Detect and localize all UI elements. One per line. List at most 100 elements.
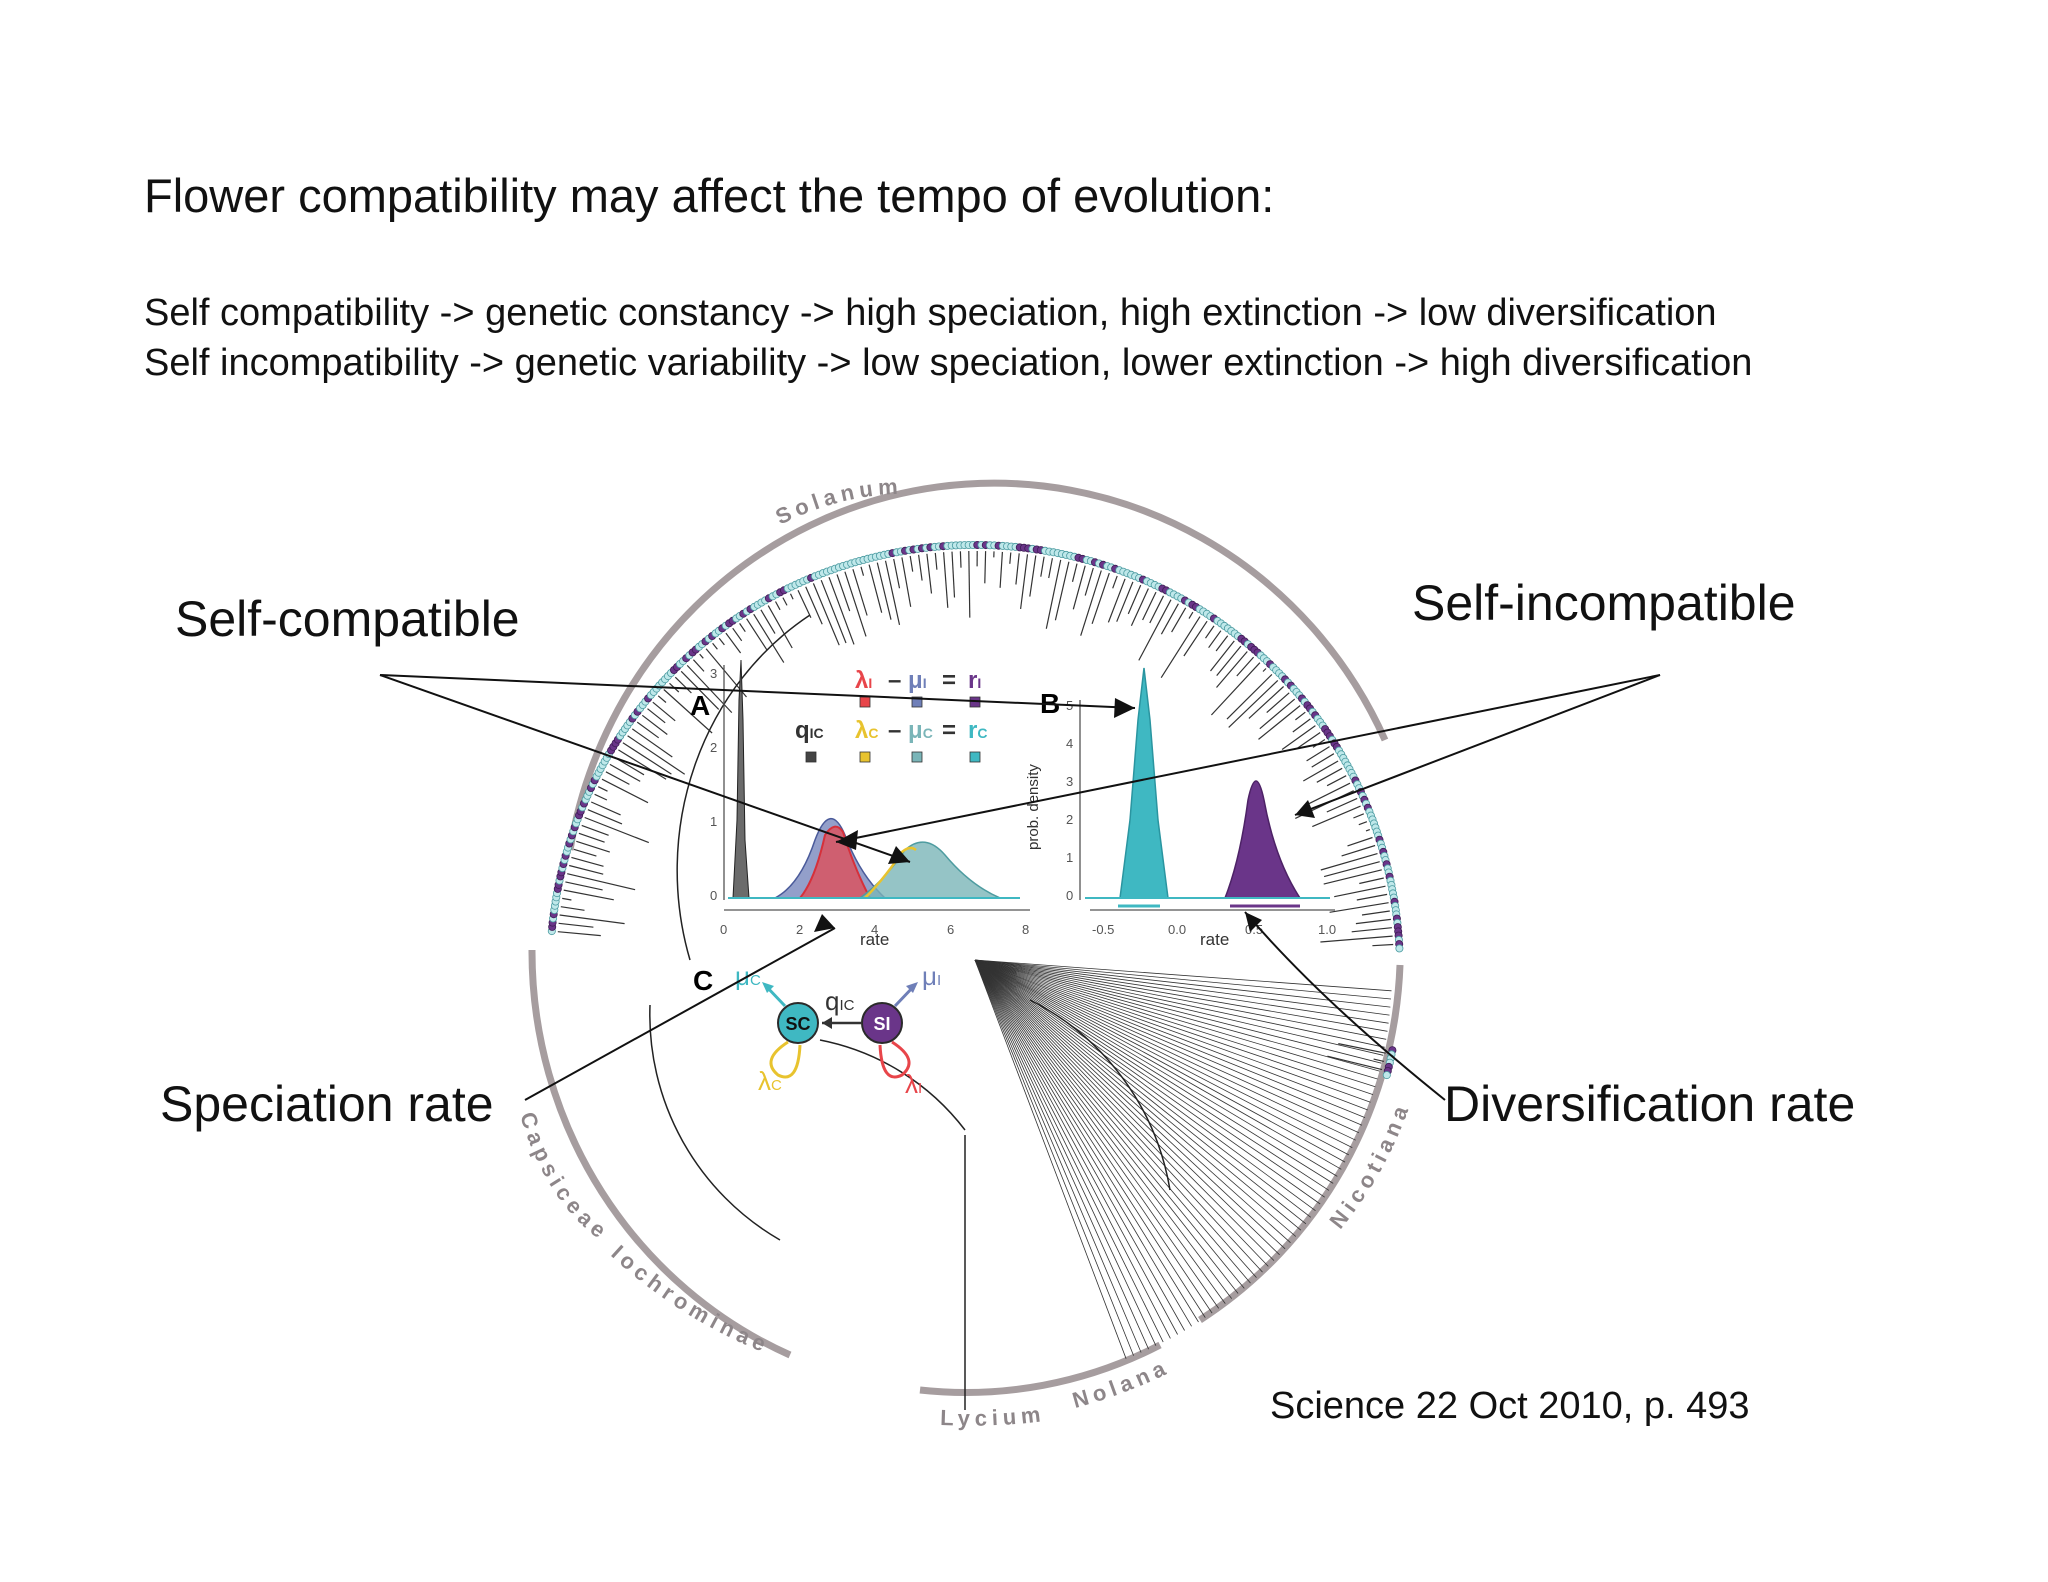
b-xtick: -0.5 bbox=[1092, 922, 1114, 937]
tree-branch bbox=[1334, 885, 1386, 898]
tree-branch bbox=[974, 959, 1356, 1141]
tree-branch bbox=[1160, 603, 1179, 635]
tree-branch bbox=[974, 959, 1164, 1343]
tree-branch bbox=[627, 735, 686, 775]
tree-branch bbox=[1347, 836, 1373, 847]
tree-branch bbox=[974, 959, 1390, 1016]
tree-branch bbox=[1292, 718, 1311, 733]
tree-branch bbox=[699, 653, 704, 659]
tree-branch bbox=[828, 576, 855, 645]
callout-arrows bbox=[379, 674, 1661, 1101]
sc-node bbox=[777, 1002, 819, 1044]
tree-branch bbox=[601, 778, 649, 804]
slide-title: Flower compatibility may affect the temp… bbox=[144, 169, 1275, 222]
tree-branch bbox=[1009, 552, 1012, 564]
tree-branch bbox=[797, 589, 812, 619]
tree-branch bbox=[1262, 668, 1267, 672]
tree-branch bbox=[974, 959, 1338, 1177]
tree-branch bbox=[974, 959, 1286, 1250]
svg-text:μC: μC bbox=[908, 717, 933, 744]
tree-branch bbox=[674, 676, 692, 694]
tree-branch bbox=[974, 959, 1220, 1309]
tree-branch bbox=[951, 551, 956, 598]
tree-branch bbox=[578, 832, 605, 843]
tree-branch bbox=[767, 605, 793, 649]
tree-branch bbox=[1361, 910, 1390, 916]
b-y-label: prob. density bbox=[1025, 764, 1042, 850]
tree-branch bbox=[974, 959, 1171, 1339]
tree-branch bbox=[1226, 673, 1273, 720]
a-xtick: 6 bbox=[947, 922, 954, 937]
tree-branch bbox=[1107, 578, 1126, 623]
tree-branch bbox=[974, 959, 1226, 1304]
tree-branch bbox=[1266, 692, 1290, 714]
b-ytick: 4 bbox=[1066, 736, 1073, 751]
clade-lycium: Lycium bbox=[940, 1401, 1047, 1431]
tree-branch bbox=[1149, 595, 1165, 624]
tree-branch bbox=[974, 959, 1199, 1323]
svg-text:λC: λC bbox=[758, 1066, 782, 1096]
tree-branch bbox=[718, 637, 725, 646]
panel-a-legend: λI – μI = rI qIC λC – μC = rC bbox=[795, 667, 987, 763]
arrowheads bbox=[814, 698, 1315, 932]
self-compatible-label: Self-compatible bbox=[175, 591, 520, 647]
tree-branch bbox=[597, 786, 608, 792]
tree-branch bbox=[559, 914, 625, 925]
svg-text:–: – bbox=[888, 667, 901, 694]
tree-branch bbox=[647, 708, 666, 724]
tree-branch bbox=[657, 695, 667, 703]
tree-branch bbox=[1248, 686, 1285, 719]
tree-branch bbox=[974, 959, 1389, 1024]
tree-branch bbox=[1341, 844, 1376, 857]
tree-branch bbox=[1072, 565, 1086, 610]
tree-branch bbox=[1029, 555, 1037, 597]
tree-branch bbox=[1215, 635, 1229, 652]
sc-node-label: SC bbox=[785, 1014, 810, 1034]
tree-branch bbox=[652, 701, 676, 722]
tree-branch bbox=[1320, 935, 1393, 943]
panel-c: C SC SI qIC μC μI λC λI bbox=[693, 961, 941, 1099]
tree-branch bbox=[884, 560, 901, 626]
tree-branch bbox=[1127, 584, 1142, 615]
a-ytick: 2 bbox=[710, 740, 717, 755]
tree-branch bbox=[739, 623, 746, 633]
tree-branch bbox=[636, 721, 660, 739]
tree-branch bbox=[1210, 662, 1261, 716]
tree-branch bbox=[974, 959, 1380, 1072]
tree-branch bbox=[725, 632, 742, 654]
self-incompatibility-line: Self incompatibility -> genetic variabil… bbox=[144, 342, 1753, 384]
tree-branch bbox=[974, 959, 1316, 1212]
tree-branch bbox=[974, 959, 1251, 1284]
tree-branch bbox=[974, 959, 1302, 1231]
tree-branch bbox=[974, 959, 1385, 1048]
tree-branch bbox=[836, 574, 851, 612]
tree-branch bbox=[746, 618, 768, 651]
tree-branch bbox=[680, 670, 720, 710]
tree-branch bbox=[1281, 725, 1316, 750]
tree-branch bbox=[974, 959, 1213, 1314]
tree-branch bbox=[1359, 877, 1384, 885]
tree-branch bbox=[974, 959, 1378, 1080]
tree-branch bbox=[844, 571, 867, 637]
tree-branch bbox=[594, 793, 608, 801]
tree-branch bbox=[1327, 1055, 1383, 1071]
tree-branch bbox=[934, 552, 938, 570]
tree-branch bbox=[641, 714, 668, 735]
tree-branch bbox=[974, 959, 1388, 1032]
tree-branch bbox=[974, 959, 1330, 1191]
b-ytick: 2 bbox=[1066, 812, 1073, 827]
tip-dots bbox=[547, 541, 1404, 1080]
tree-branch bbox=[565, 881, 603, 891]
tree-branch bbox=[974, 959, 1374, 1095]
tree-branch bbox=[1228, 679, 1279, 728]
tree-branches bbox=[557, 550, 1394, 1359]
tree-branch bbox=[581, 824, 609, 836]
tree-branch bbox=[974, 959, 1280, 1256]
tree-branch bbox=[1296, 732, 1321, 750]
b-x-label: rate bbox=[1200, 930, 1229, 949]
tree-branch bbox=[974, 959, 1312, 1218]
tree-branch bbox=[692, 659, 705, 672]
tree-branch bbox=[974, 959, 1185, 1331]
tree-branch bbox=[805, 586, 823, 625]
tree-branch bbox=[860, 566, 865, 576]
